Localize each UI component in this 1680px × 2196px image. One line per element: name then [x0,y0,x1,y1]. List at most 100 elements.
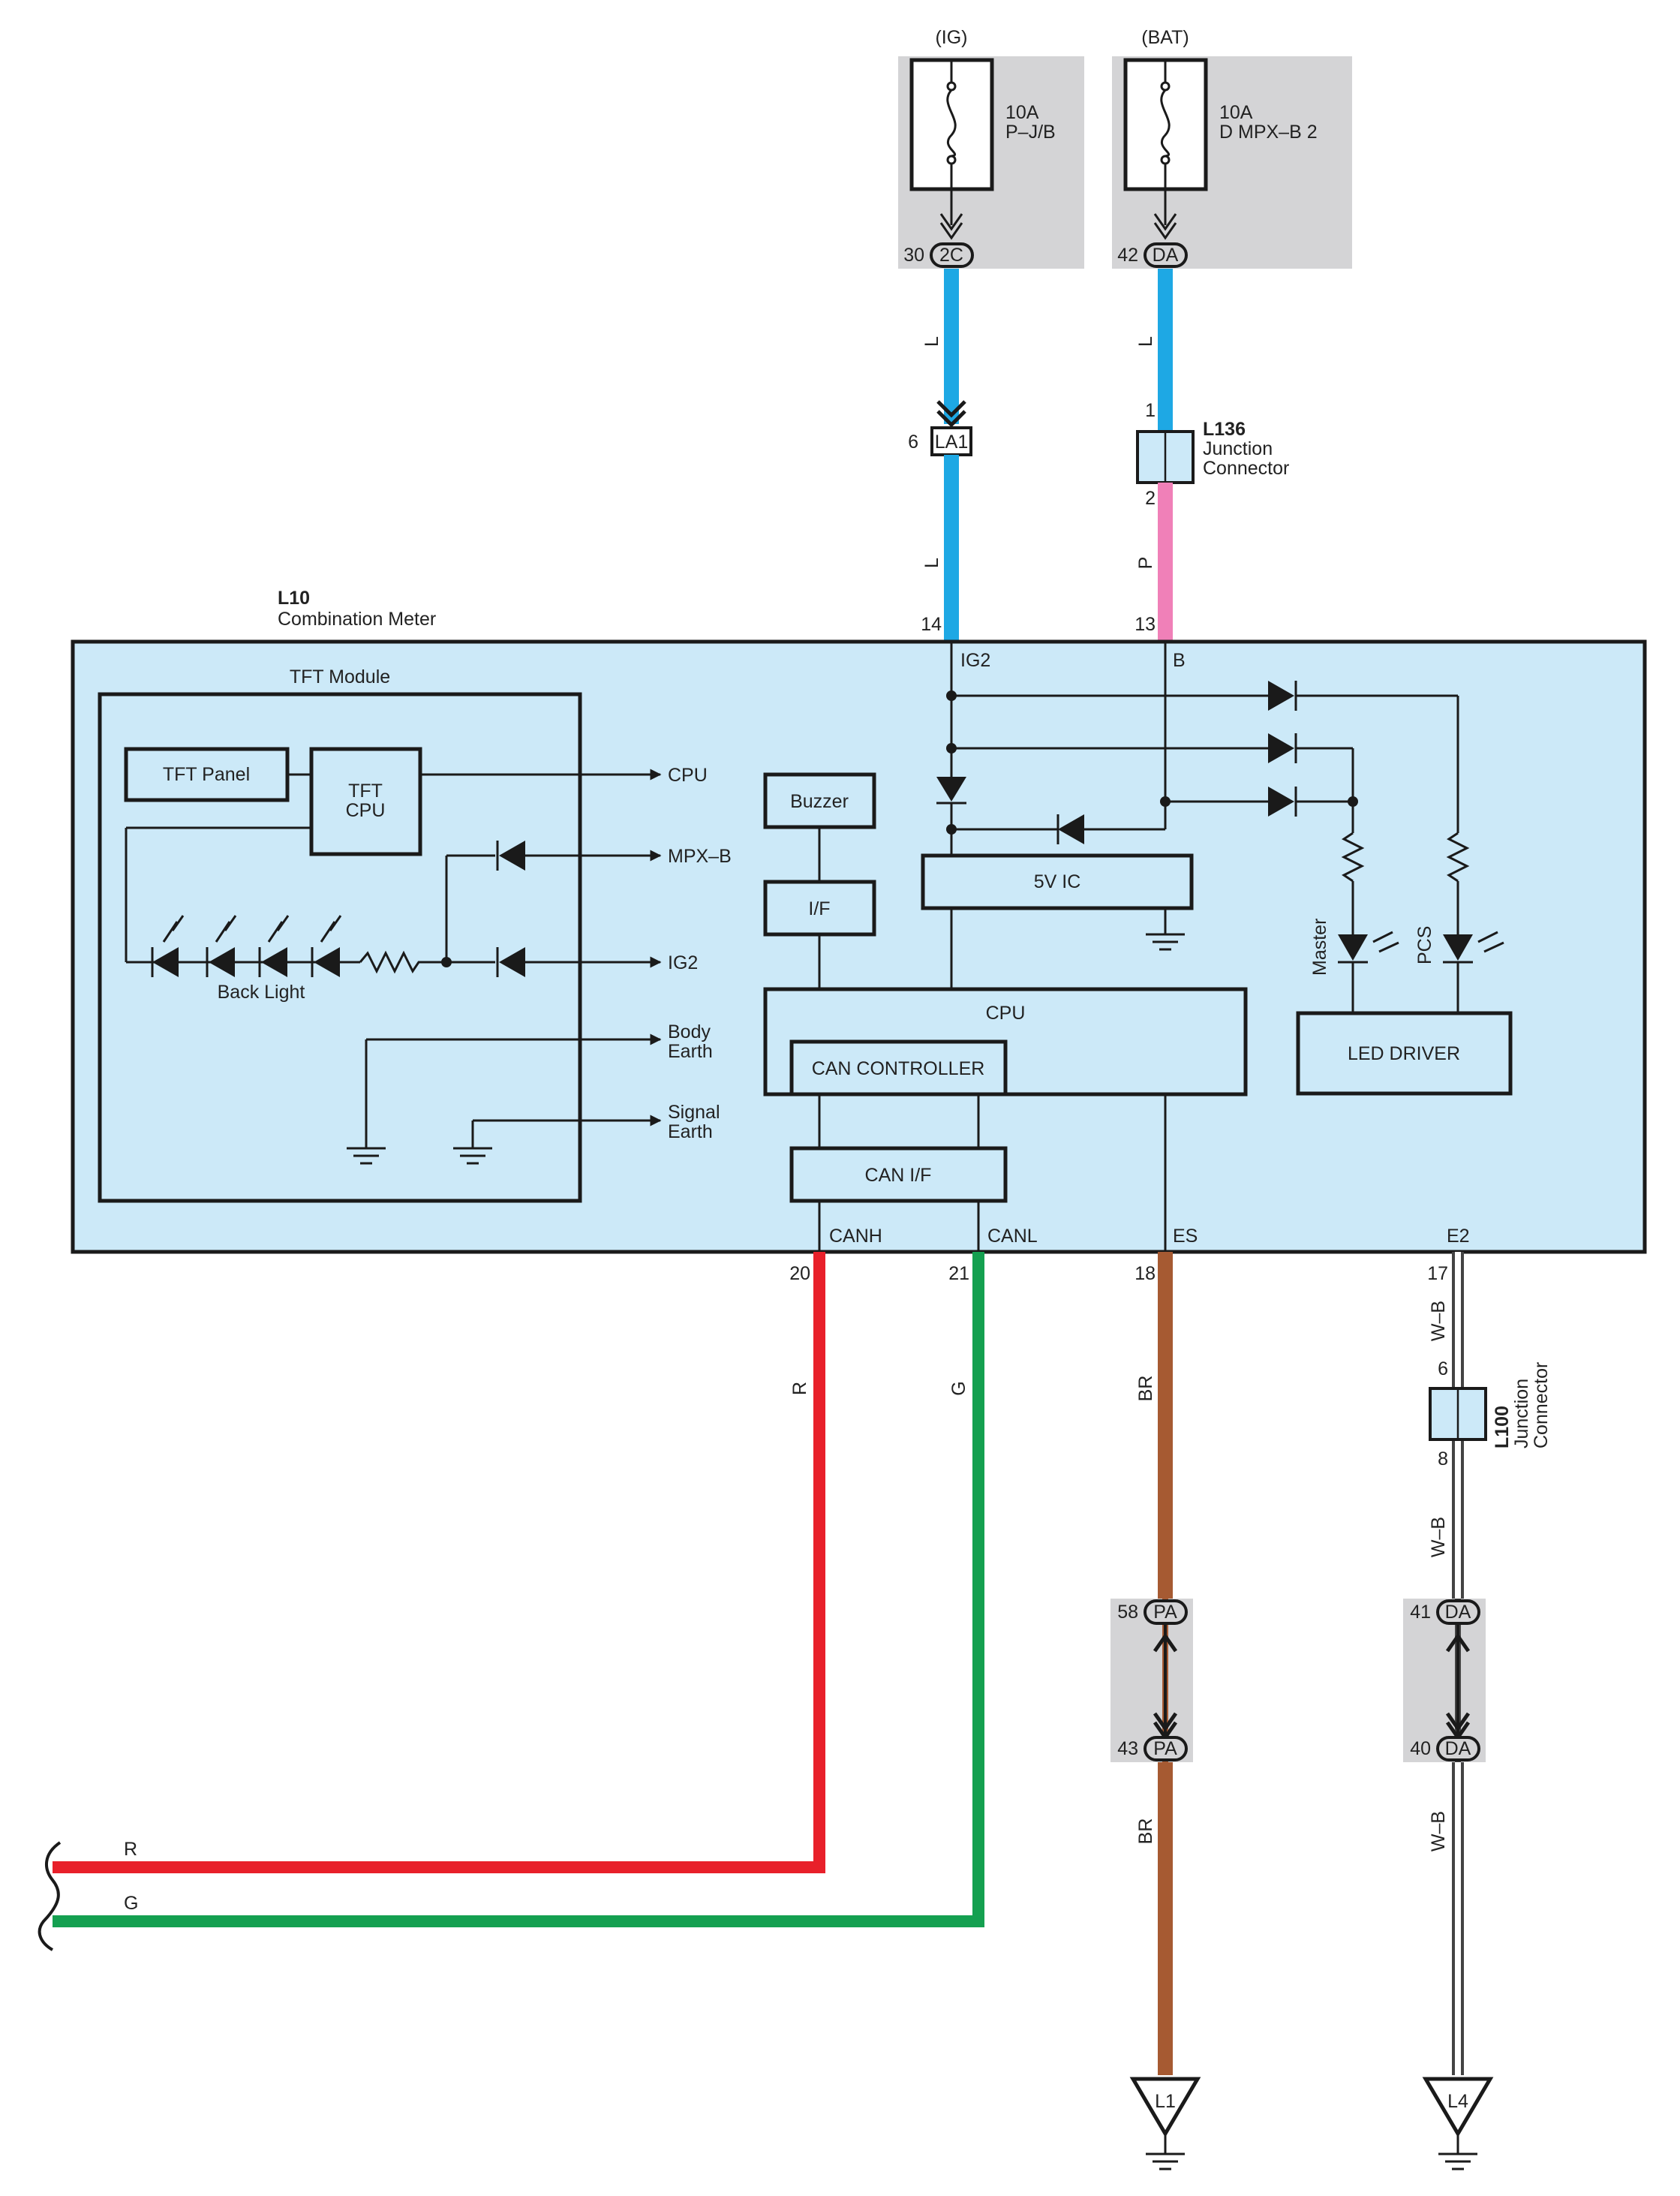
pin-21-label: 21 [948,1263,969,1284]
backlight-led-3 [258,947,287,977]
wire-canh: 20 R R [53,1252,825,1873]
wire-canl: 21 G G [53,1252,984,1927]
tft-out-cpu: CPU [668,765,708,786]
wire-color-es-lower: BR [1135,1818,1156,1845]
l100-pin-8: 8 [1438,1448,1448,1470]
tft-panel-label: TFT Panel [163,764,250,785]
buzzer-label: Buzzer [790,791,849,812]
wire-color-canh: R [789,1382,810,1395]
pcs-led [1443,934,1473,961]
backlight-led-1 [151,947,179,977]
pin-14-label: 14 [921,614,942,635]
master-led-label: Master [1309,919,1330,976]
tft-out-mpxb: MPX–B [668,846,732,867]
l136-line1: Junction [1203,438,1273,459]
body-earth-line1: Body [668,1021,711,1042]
backlight-resistor [359,950,446,974]
tft-out-ig2: IG2 [668,952,698,973]
signal-earth-line1: Signal [668,1102,720,1123]
led-driver-box [1296,1011,1513,1096]
pin-ig2-name: IG2 [960,650,990,671]
backlight-led-2 [206,947,235,977]
wire-e2: 17 W–B 6 8 L100 Junction Connector W–B D… [1403,1252,1552,2170]
wire-color-es-upper: BR [1135,1376,1156,1402]
master-led [1338,934,1368,961]
wire-bat-feed: 1 2 L136 Junction Connector L P [1135,269,1289,642]
backlight-led-4 [311,947,340,977]
pin-6-label: 6 [908,432,918,453]
meter-code: L10 [278,588,310,609]
wire-es: 18 BR PA 58 PA 43 BR L1 [1110,1252,1201,2170]
tft-cpu-line1: TFT [348,781,383,802]
connector-pa-bottom-label: PA [1153,1738,1177,1759]
pin-es-name: ES [1173,1226,1198,1247]
l100-code: L100 [1492,1406,1513,1448]
tft-cpu-box [309,747,422,856]
pin-40-label: 40 [1410,1738,1431,1759]
l100-line1: Junction [1511,1379,1532,1448]
pin-58-label: 58 [1117,1602,1138,1623]
fuse-bat: DA 42 (BAT) 10A D MPX–B 2 [1112,27,1352,269]
pcs-led-label: PCS [1414,926,1435,964]
wire-color-e2-lower: W–B [1428,1811,1449,1852]
wire-color-e2-middle: W–B [1428,1517,1449,1557]
pin-43-label: 43 [1117,1738,1138,1759]
wire-color-bat-upper: L [1135,336,1156,347]
connector-da-label: DA [1153,245,1179,266]
ground-l1-label: L1 [1155,2091,1176,2112]
connector-da-top-label: DA [1445,1602,1471,1623]
l100-line2: Connector [1531,1362,1552,1448]
buzzer-if-label: I/F [808,898,830,919]
pin-canh-name: CANH [829,1226,882,1247]
connector-da-bottom-label: DA [1445,1738,1471,1759]
signal-earth-line2: Earth [668,1121,713,1142]
l136-code: L136 [1203,419,1246,440]
tft-cpu-line2: CPU [346,800,386,821]
fuse-name-bat: D MPX–B 2 [1219,122,1318,143]
can-if-box [789,1146,1008,1203]
pin-41-label: 41 [1410,1602,1431,1623]
l136-pin-1: 1 [1145,400,1156,421]
wire-color-ig-lower: L [921,558,942,568]
ground-l4 [1422,2077,1494,2137]
wire-color-bat-lower: P [1135,557,1156,570]
bus-break-mark [38,1841,62,1951]
regulator-box [921,853,1194,910]
pin-30-label: 30 [903,245,924,266]
bus-r-label: R [124,1839,137,1860]
pin-e2-name: E2 [1447,1226,1470,1247]
fuse-source-bat: (BAT) [1141,27,1189,48]
wire-color-canl: G [948,1381,969,1395]
pin-42-label: 42 [1117,245,1138,266]
tft-module: TFT Module TFT Panel TFT CPU CPU [98,666,732,1203]
wire-color-e2-upper: W–B [1428,1301,1449,1341]
ground-l1 [1129,2077,1201,2137]
bus-g-label: G [124,1893,138,1914]
wire-color-ig-upper: L [921,336,942,347]
wire-ig-feed: LA1 6 L L [908,269,972,642]
l100-pin-6: 6 [1438,1358,1448,1379]
fuse-ig: 2C 30 (IG) 10A P–J/B [898,27,1084,269]
body-earth-line2: Earth [668,1041,713,1062]
pin-13-label: 13 [1135,614,1156,635]
can-controller-box [789,1039,1008,1096]
can-controller-label: CAN CONTROLLER [812,1058,985,1079]
connector-pa-top-label: PA [1153,1602,1177,1623]
l136-pin-2: 2 [1145,488,1156,509]
led-driver-label: LED DRIVER [1348,1043,1460,1064]
connector-2c-label: 2C [939,245,963,266]
ig2-diode [936,777,966,802]
backlight-label: Back Light [218,982,305,1003]
tft-module-title: TFT Module [290,666,390,687]
fuse-name-ig: P–J/B [1005,122,1056,143]
pin-b-name: B [1173,650,1186,671]
pin-canl-name: CANL [987,1226,1038,1247]
pin-20-label: 20 [789,1263,810,1284]
pin-18-label: 18 [1135,1263,1156,1284]
ground-l4-label: L4 [1447,2091,1468,2112]
pin-17-label: 17 [1427,1263,1448,1284]
combination-meter: IG2 B CANH CANL ES E2 TFT Module TFT Pan… [71,639,1647,1254]
fuse-rating-bat: 10A [1219,102,1253,123]
l136-line2: Connector [1203,458,1289,479]
